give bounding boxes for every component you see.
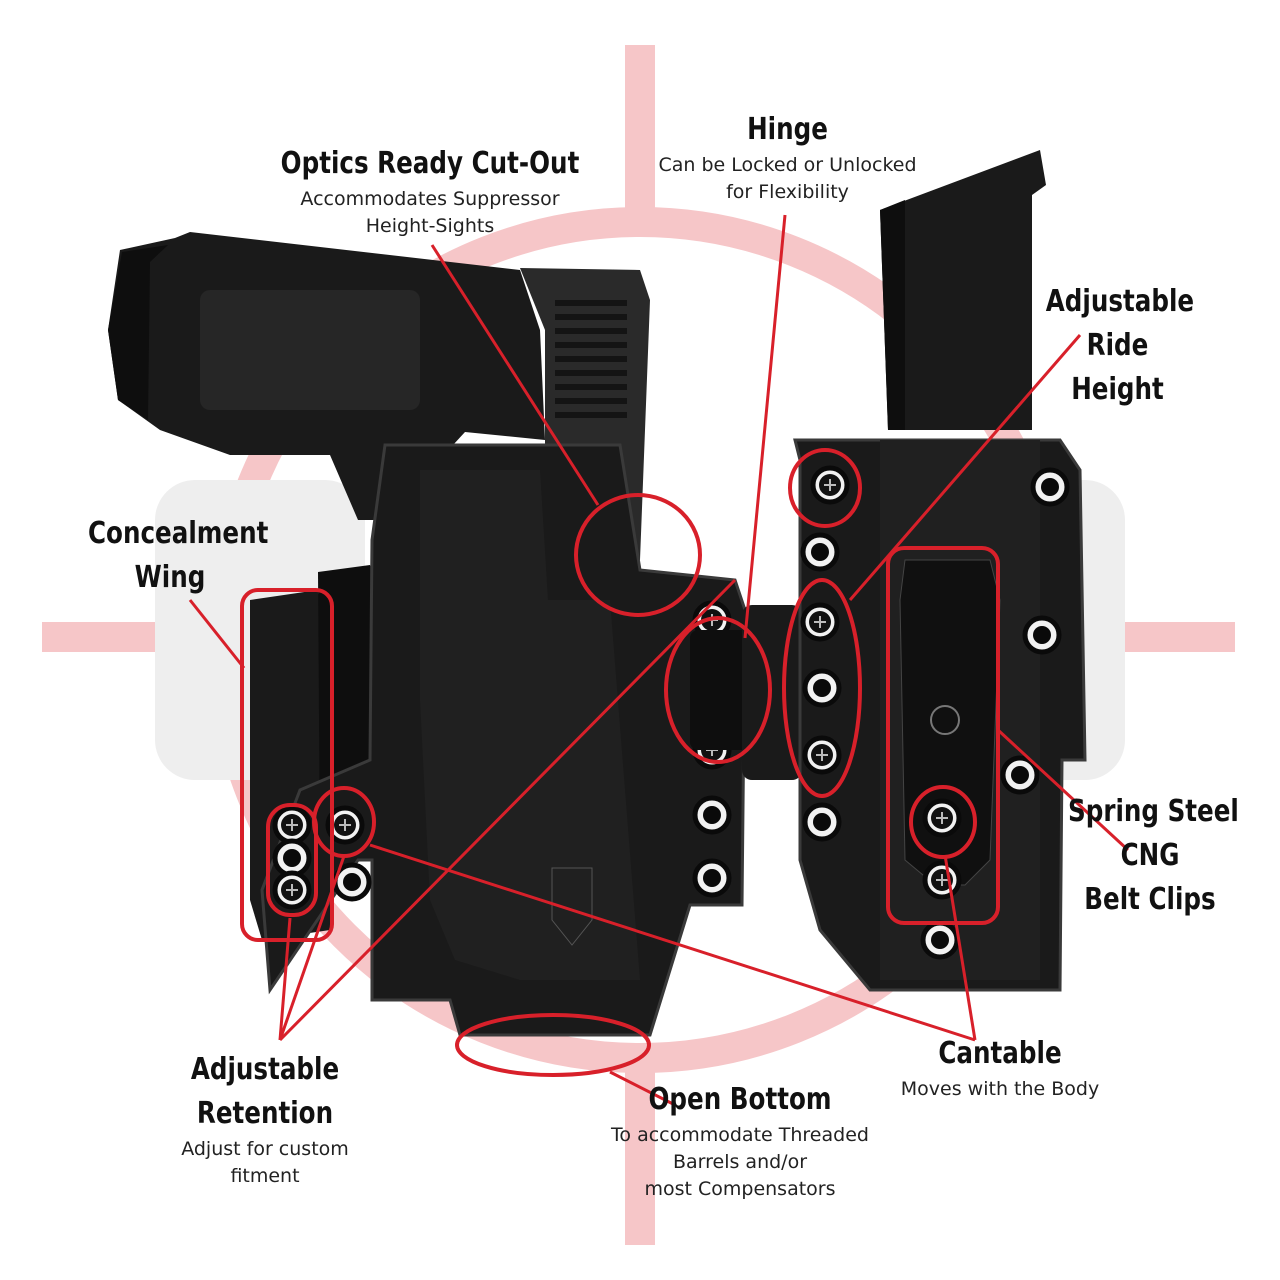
callout-cantable-sub1: Moves with the Body bbox=[900, 1078, 1100, 1100]
eyelet-hole bbox=[283, 849, 301, 867]
callout-wing-line1: Concealment bbox=[88, 516, 269, 551]
screw-slot bbox=[286, 884, 298, 896]
gun-holster bbox=[250, 443, 747, 1037]
callout-ride-line2: Ride bbox=[1086, 328, 1149, 363]
eyelet-hole bbox=[813, 813, 831, 831]
optics-cutout-circle bbox=[574, 493, 702, 617]
slide-serration bbox=[555, 356, 627, 362]
belt-clip-box bbox=[886, 546, 1000, 925]
holster-molding bbox=[420, 470, 640, 980]
callout-hinge-sub2: for Flexibility bbox=[726, 181, 849, 203]
screw-slot bbox=[339, 819, 351, 831]
callout-ride-height: Adjustable Ride Height bbox=[1030, 280, 1205, 412]
screw-slot bbox=[286, 819, 298, 831]
callout-bottom-sub1: To accommodate Threaded bbox=[611, 1124, 869, 1146]
hinge-screw-circle bbox=[788, 448, 862, 528]
eyelet-hole bbox=[1011, 766, 1029, 784]
screw-slot bbox=[814, 616, 826, 628]
retention-circle-b bbox=[266, 803, 318, 917]
callout-wing-line2: Wing bbox=[134, 560, 206, 595]
slide-serrations bbox=[555, 300, 627, 418]
clips-leader bbox=[996, 728, 1130, 852]
hinge-leader bbox=[743, 214, 787, 639]
retention-leader-a bbox=[278, 917, 292, 1041]
callout-retention-sub2: fitment bbox=[230, 1165, 300, 1187]
cantable-leader-a bbox=[369, 843, 976, 1042]
callout-clips-line3: Belt Clips bbox=[1084, 882, 1216, 917]
callout-cantable-title: Cantable bbox=[938, 1036, 1062, 1071]
callout-retention: Adjustable Retention Adjust for custom f… bbox=[160, 1048, 370, 1190]
magazine bbox=[880, 150, 1046, 430]
bottom-leader bbox=[609, 1070, 676, 1107]
callout-hinge-title: Hinge bbox=[747, 112, 828, 147]
mag-pouch-eyelets bbox=[800, 465, 1070, 960]
callout-hinge: Hinge Can be Locked or Unlocked for Flex… bbox=[640, 108, 935, 206]
eyelet-hole bbox=[811, 543, 829, 561]
eyelet-hole bbox=[343, 873, 361, 891]
callout-concealment-wing: Concealment Wing bbox=[70, 512, 270, 600]
slide-serration bbox=[555, 398, 627, 404]
ride-height-oval bbox=[782, 578, 862, 798]
eyelet-hole bbox=[703, 806, 721, 824]
callout-clips-line2: CNG bbox=[1120, 838, 1180, 873]
slide-serration bbox=[555, 300, 627, 306]
slide-serration bbox=[555, 384, 627, 390]
callout-bottom-sub2: Barrels and/or bbox=[672, 1151, 808, 1173]
holster-logo bbox=[551, 867, 593, 946]
eyelet-hole bbox=[1033, 626, 1051, 644]
crosshair-bar-top bbox=[625, 45, 655, 230]
callout-hinge-sub1: Can be Locked or Unlocked bbox=[658, 154, 917, 176]
slide-serration bbox=[555, 328, 627, 334]
belt-clip bbox=[899, 559, 1001, 886]
callout-cantable: Cantable Moves with the Body bbox=[880, 1032, 1120, 1103]
callout-retention-sub1: Adjust for custom bbox=[181, 1138, 349, 1160]
screw-slot bbox=[936, 812, 948, 824]
slide-serration bbox=[555, 314, 627, 320]
pistol-backstrap bbox=[108, 245, 168, 420]
optics-leader bbox=[430, 244, 600, 506]
wing-leader bbox=[188, 599, 246, 669]
callout-optics: Optics Ready Cut-Out Accommodates Suppre… bbox=[240, 142, 620, 240]
callout-bottom-sub3: most Compensators bbox=[644, 1178, 836, 1200]
screw-slot bbox=[816, 749, 828, 761]
callout-belt-clips: Spring Steel CNG Belt Clips bbox=[1050, 790, 1250, 922]
magazine-spine bbox=[880, 200, 905, 430]
callout-optics-sub1: Accommodates Suppressor bbox=[300, 188, 560, 210]
eyelet-hole bbox=[813, 679, 831, 697]
cantable-circle bbox=[909, 785, 977, 859]
pistol-texture bbox=[200, 290, 420, 410]
screw-slot bbox=[824, 479, 836, 491]
open-bottom-oval bbox=[455, 1013, 651, 1077]
callout-optics-title: Optics Ready Cut-Out bbox=[280, 146, 580, 181]
screw-slot bbox=[936, 874, 948, 886]
magazine-body bbox=[880, 150, 1046, 430]
callout-clips-line1: Spring Steel bbox=[1068, 794, 1239, 829]
callout-ride-line3: Height bbox=[1071, 372, 1164, 407]
retention-leader-b bbox=[278, 855, 346, 1041]
callout-open-bottom: Open Bottom To accommodate Threaded Barr… bbox=[590, 1078, 890, 1203]
clip-logo bbox=[930, 705, 960, 735]
callout-bottom-title: Open Bottom bbox=[648, 1082, 832, 1117]
retention-leader-c bbox=[278, 578, 737, 1042]
eyelet-hole bbox=[931, 931, 949, 949]
callout-retention-line2: Retention bbox=[196, 1096, 334, 1131]
eyelet-hole bbox=[703, 869, 721, 887]
slide-serration bbox=[555, 342, 627, 348]
cantable-leader-b bbox=[943, 854, 977, 1041]
eyelet-hole bbox=[1041, 478, 1059, 496]
callout-retention-line1: Adjustable bbox=[190, 1052, 340, 1087]
callout-optics-sub2: Height-Sights bbox=[365, 215, 495, 237]
hinge-plate-circle bbox=[664, 616, 772, 764]
callout-ride-line1: Adjustable bbox=[1045, 284, 1195, 319]
slide-serration bbox=[555, 370, 627, 376]
slide-serration bbox=[555, 412, 627, 418]
callout-markers bbox=[188, 214, 1130, 1107]
